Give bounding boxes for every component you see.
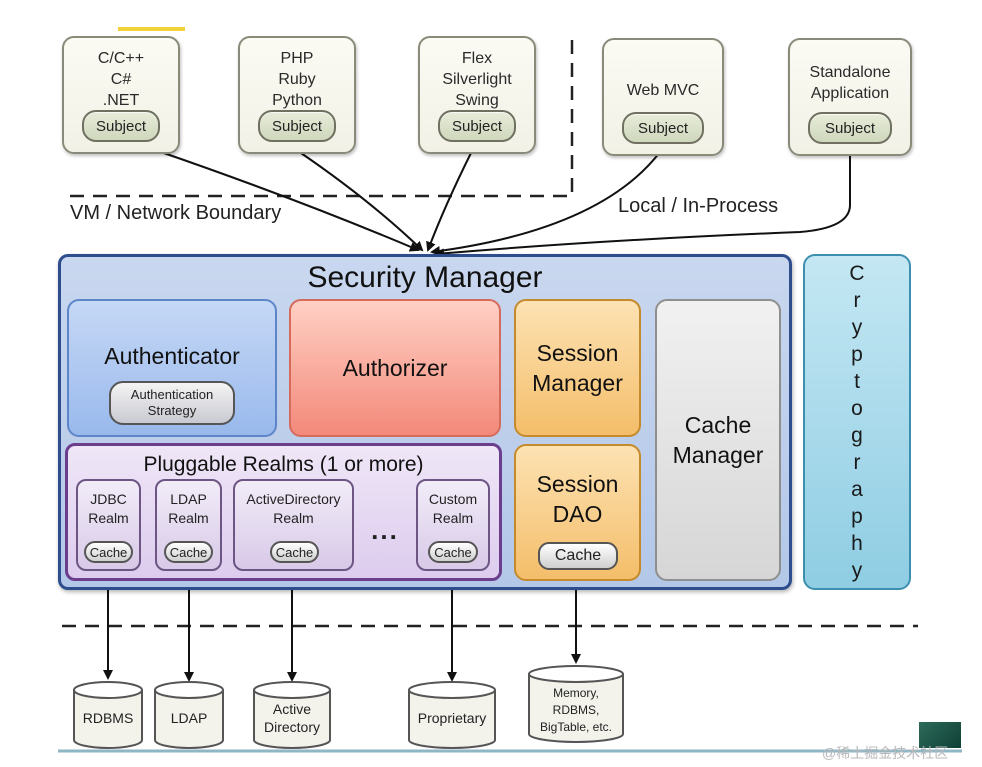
- realm-custom-label: Custom Realm: [428, 491, 478, 526]
- client-standalone-label: Standalone Application: [809, 64, 891, 102]
- client-flex: Flex Silverlight Swing Subject: [418, 36, 536, 154]
- arrow-flex: [426, 150, 473, 252]
- authorizer-title: Authorizer: [342, 355, 448, 381]
- cryptography-label: C r y p t o g r a p h y: [849, 262, 865, 582]
- realm-jdbc-cache-pill: Cache: [84, 541, 133, 563]
- session-dao-title: Session DAO: [536, 471, 619, 527]
- session-dao-block: Session DAO Cache: [514, 444, 641, 581]
- client-flex-label: Flex Silverlight Swing: [442, 50, 512, 109]
- corner-badge-logo: [919, 722, 961, 748]
- realm-ldap-label: LDAP Realm: [168, 491, 209, 526]
- vm-boundary-line: [62, 40, 574, 198]
- security-manager-title: Security Manager: [307, 261, 543, 294]
- authenticator-block: Authenticator Authentication Strategy: [67, 299, 277, 437]
- authenticator-title: Authenticator: [104, 343, 240, 369]
- subject-pill: Subject: [438, 110, 516, 142]
- cache-manager-block: Cache Manager: [655, 299, 781, 581]
- subject-pill: Subject: [808, 112, 892, 144]
- client-native-label: C/C++ C# .NET: [97, 50, 145, 109]
- arrow-standalone: [434, 152, 851, 259]
- realm-active-directory: ActiveDirectory Realm Cache: [233, 479, 354, 571]
- datastore-ldap-label: LDAP: [170, 710, 208, 726]
- realm-jdbc-label: JDBC Realm: [88, 491, 129, 526]
- subject-pill: Subject: [258, 110, 336, 142]
- session-dao-cache-pill: Cache: [538, 542, 618, 570]
- vm-network-boundary-label: VM / Network Boundary: [70, 202, 282, 224]
- realm-ldap: LDAP Realm Cache: [155, 479, 222, 571]
- subject-pill: Subject: [622, 112, 704, 144]
- arrow-native: [157, 150, 420, 252]
- local-inprocess-label: Local / In-Process: [618, 195, 779, 217]
- datastore-proprietary-label: Proprietary: [417, 710, 487, 726]
- datastore-rdbms-cylinder: [73, 681, 143, 749]
- session-manager-block: Session Manager: [514, 299, 641, 437]
- datastore-memory-label: Memory, RDBMS, BigTable, etc.: [539, 685, 613, 734]
- client-native: C/C++ C# .NET Subject: [62, 36, 180, 154]
- cache-manager-title: Cache Manager: [672, 412, 764, 468]
- client-scripting-label: PHP Ruby Python: [272, 50, 322, 109]
- realm-custom: Custom Realm Cache: [416, 479, 490, 571]
- arrow-webmvc: [430, 151, 661, 256]
- session-manager-title: Session Manager: [532, 340, 623, 396]
- realms-ellipsis: ...: [371, 514, 399, 545]
- datastore-ldap-cylinder: [154, 681, 224, 749]
- realm-ldap-cache-pill: Cache: [164, 541, 213, 563]
- datastore-rdbms-label: RDBMS: [82, 710, 134, 726]
- realms-title: Pluggable Realms (1 or more): [143, 453, 424, 476]
- client-webmvc: Web MVC Subject: [602, 38, 724, 156]
- realm-active-directory-cache-pill: Cache: [270, 541, 319, 563]
- client-webmvc-label: Web MVC: [626, 82, 700, 99]
- realm-active-directory-label: ActiveDirectory Realm: [246, 491, 341, 526]
- datastore-active-directory-label: Active Directory: [263, 701, 320, 735]
- client-scripting: PHP Ruby Python Subject: [238, 36, 356, 154]
- datastore-active-directory-cylinder: [253, 681, 331, 749]
- realm-jdbc: JDBC Realm Cache: [76, 479, 141, 571]
- datastore-proprietary-cylinder: [408, 681, 496, 749]
- authorizer-block: Authorizer: [289, 299, 501, 437]
- subject-pill: Subject: [82, 110, 160, 142]
- authentication-strategy-pill: Authentication Strategy: [109, 381, 235, 425]
- watermark-text: @稀土掘金技术社区: [822, 745, 949, 761]
- arrow-scripting: [297, 150, 424, 252]
- client-standalone: Standalone Application Subject: [788, 38, 912, 156]
- datastore-memory-cylinder: [528, 665, 624, 743]
- realm-custom-cache-pill: Cache: [428, 541, 478, 563]
- cryptography-block: C r y p t o g r a p h y: [803, 254, 911, 590]
